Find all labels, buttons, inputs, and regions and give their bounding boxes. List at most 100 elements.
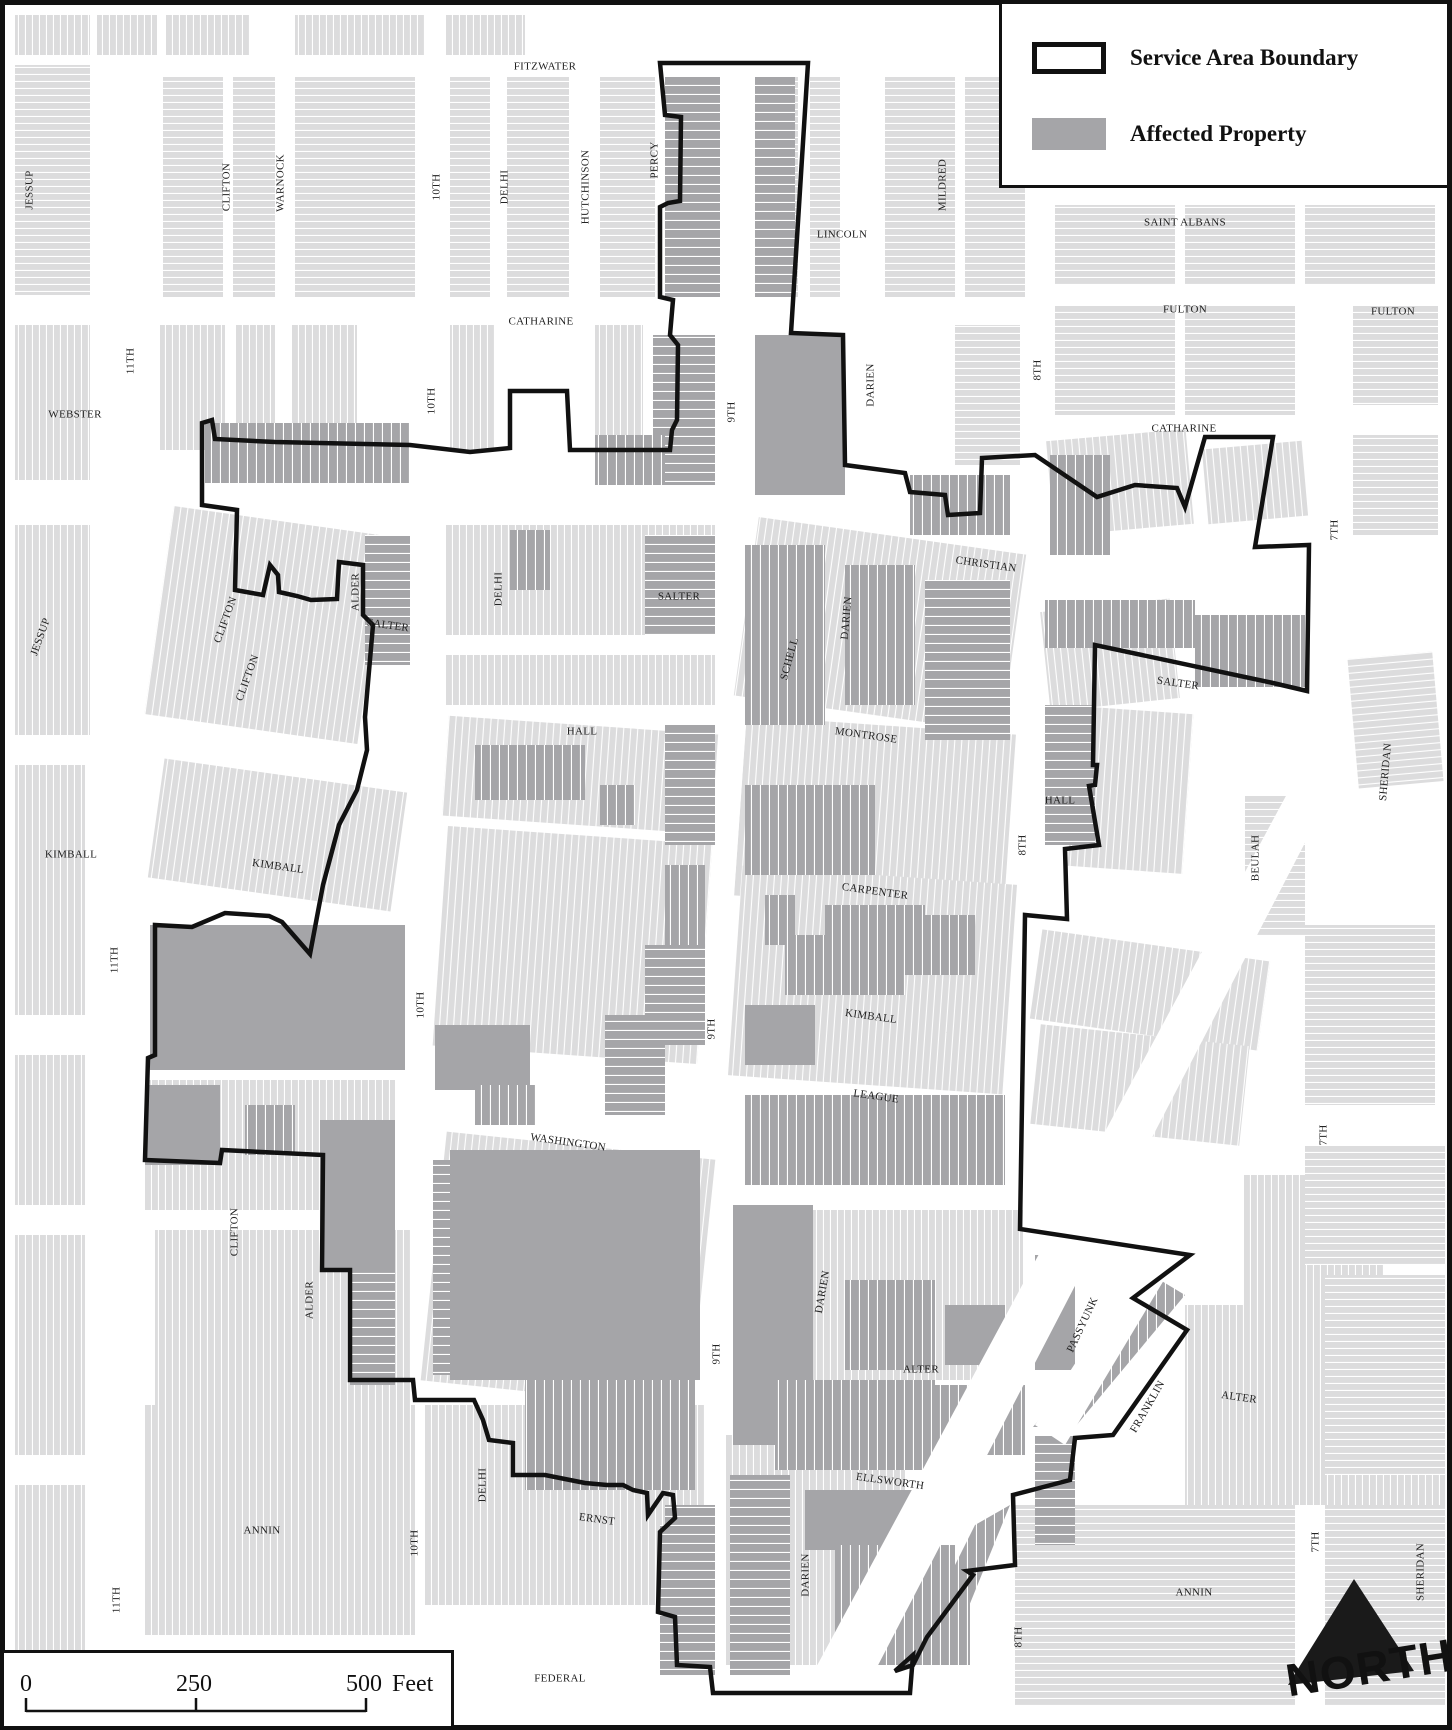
street-label: FEDERAL (534, 1673, 586, 1685)
street-label: ALDER (304, 1281, 316, 1320)
street-label: WEBSTER (48, 409, 102, 421)
street-label: ALTER (903, 1364, 939, 1376)
street-label: DARIEN (865, 363, 877, 406)
street-label: CATHARINE (1151, 423, 1216, 435)
affected-parcel (205, 423, 410, 483)
street-label: CATHARINE (508, 316, 573, 328)
parcel-block (1305, 205, 1435, 285)
parcel-block (15, 525, 90, 735)
affected-parcel (745, 1095, 1005, 1185)
street-label: SHERIDAN (1377, 743, 1394, 802)
street-label: SAINT ALBANS (1144, 217, 1226, 229)
affected-parcel (1195, 615, 1305, 687)
parcel-block (15, 325, 90, 480)
affected-parcel (475, 1085, 535, 1125)
street-label: DARIEN (800, 1553, 812, 1596)
scale-tick-0: 0 (20, 1671, 32, 1697)
street-label: 11TH (111, 1587, 123, 1613)
affected-parcel (845, 1280, 935, 1370)
legend-affected-label: Affected Property (1130, 121, 1307, 146)
street-label: KIMBALL (45, 849, 97, 861)
affected-parcel (910, 475, 1010, 535)
street-label: HALL (567, 726, 598, 738)
affected-parcel (755, 77, 795, 297)
street-label: 10TH (431, 174, 443, 201)
affected-parcel (745, 785, 875, 875)
affected-parcel (775, 1380, 935, 1470)
parcel-block (144, 506, 387, 744)
passyunk-avenue (785, 705, 1335, 1725)
affected-parcel (785, 935, 905, 995)
parcel-block (450, 77, 490, 297)
scale-ruler (24, 1698, 368, 1713)
street-label: ALDER (350, 573, 362, 612)
affected-parcel (595, 435, 665, 485)
affected-parcel (660, 1525, 700, 1675)
street-label: 10TH (409, 1530, 421, 1557)
affected-parcel (600, 785, 635, 825)
affected-parcel (645, 945, 705, 1045)
street-label: DELHI (493, 572, 505, 607)
street-label: ALTER (1220, 1389, 1258, 1406)
north-arrow-icon (1288, 1579, 1414, 1685)
map-legend: Service Area Boundary Affected Property (999, 4, 1447, 188)
street-label: ANNIN (244, 1525, 281, 1537)
parcel-block (1347, 651, 1444, 789)
street-label: DELHI (499, 170, 511, 205)
affected-parcel (730, 1475, 790, 1675)
parcel-block (1305, 925, 1435, 1105)
parcel-block (165, 15, 250, 55)
parcel-block (15, 15, 90, 55)
legend-row-affected: Affected Property (1032, 118, 1306, 150)
parcel-block (295, 15, 425, 55)
street-label: 7TH (1310, 1531, 1322, 1552)
affected-parcel (450, 1150, 700, 1380)
street-label: WARNOCK (275, 154, 287, 212)
street-label: SALTER (366, 617, 410, 635)
street-label: HALL (1045, 795, 1076, 807)
parcel-block (295, 77, 415, 297)
affected-parcel (745, 545, 825, 725)
street-label: 10TH (426, 388, 438, 415)
street-label: 7TH (1318, 1124, 1330, 1145)
parcel-block (445, 655, 715, 705)
affected-parcel (320, 1120, 395, 1270)
parcel-block (15, 1485, 85, 1655)
parcel-block (1353, 435, 1438, 535)
street-label: FULTON (1163, 304, 1207, 316)
affected-parcel (475, 745, 585, 800)
affected-parcel (755, 335, 845, 495)
affected-parcel (150, 925, 405, 1070)
parcel-block (233, 77, 275, 297)
affected-parcels (145, 77, 1305, 1675)
street-label: ERNST (578, 1511, 616, 1528)
parcel-block (885, 77, 955, 297)
parcel-block (1055, 205, 1175, 285)
parcel-block (163, 77, 223, 297)
street-label: SHERIDAN (1415, 1543, 1427, 1601)
street-label: SALTER (1156, 675, 1200, 693)
street-label: 11TH (109, 947, 121, 973)
service-area-boundary (142, 60, 1312, 1696)
street-label: DARIEN (839, 596, 855, 640)
parcel-block (15, 1235, 85, 1455)
street-label: 9TH (711, 1343, 723, 1364)
affected-parcel (745, 1005, 815, 1065)
street-label: ANNIN (1176, 1587, 1213, 1599)
parcel-block (450, 325, 495, 450)
street-label: BEULAH (1250, 835, 1262, 881)
affected-parcel (845, 565, 915, 705)
parcel-block (810, 77, 840, 297)
affected-parcel (665, 725, 715, 845)
street-label: DELHI (477, 1468, 489, 1503)
parcel-block (1305, 1145, 1445, 1265)
affected-parcel (665, 77, 720, 297)
parcel-block (1201, 440, 1309, 525)
affected-parcel (905, 1505, 1010, 1665)
street-label: 11TH (125, 348, 137, 374)
street-label: 8TH (1013, 1626, 1025, 1647)
street-label: JESSUP (24, 170, 36, 209)
street-label: MILDRED (937, 159, 949, 211)
street-label: 8TH (1017, 834, 1029, 855)
